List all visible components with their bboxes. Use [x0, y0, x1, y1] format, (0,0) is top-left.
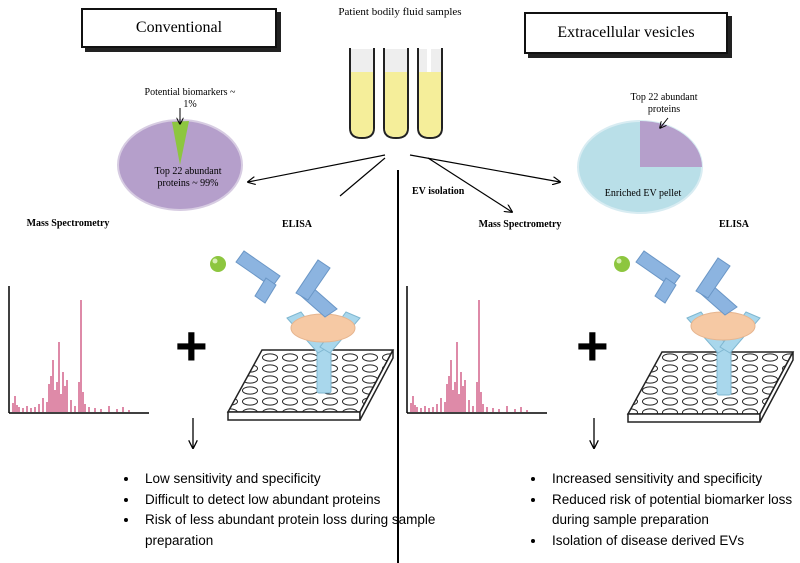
mass-spectrometry-label-left: Mass Spectrometry [26, 218, 110, 229]
mass-spectrum-right [406, 286, 547, 414]
elisa-label-left: ELISA [281, 219, 312, 230]
callout-arrow-right [660, 117, 669, 128]
sample-tube [349, 48, 375, 140]
elisa-illustration-right [614, 250, 795, 423]
arrow-to-ms-left [339, 157, 386, 197]
detection-antibody [635, 250, 738, 316]
elisa-illustration-left [210, 250, 395, 421]
ev-isolation-label: EV isolation [412, 186, 465, 197]
enzyme-label [210, 256, 226, 272]
antigen [290, 313, 356, 343]
top22-slice [640, 121, 702, 167]
conventional-pie [117, 119, 243, 211]
mass-spectrum-left [8, 286, 149, 414]
sample-tube [417, 48, 443, 140]
conventional-limitations-list: Low sensitivity and specificity Difficul… [113, 469, 439, 551]
potential-biomarkers-callout: Potential biomarkers ~ 1% [144, 87, 236, 110]
list-item: Risk of less abundant protein loss durin… [139, 510, 439, 551]
detection-antibody [235, 250, 338, 318]
ev-advantages-list: Increased sensitivity and specificity Re… [520, 469, 800, 551]
mass-spectrometry-label-right: Mass Spectrometry [478, 219, 562, 230]
arrow-to-ev-pie [409, 154, 560, 182]
sample-tube [383, 48, 409, 140]
arrow-to-ms-right [427, 157, 512, 212]
list-item: Reduced risk of potential biomarker loss… [546, 490, 800, 531]
antigen [690, 311, 756, 341]
top22-proteins-callout: Top 22 abundant proteins [630, 92, 698, 115]
enzyme-label [614, 256, 630, 272]
list-item: Isolation of disease derived EVs [546, 531, 800, 552]
arrow-to-conventional-pie [248, 154, 386, 182]
list-item: Difficult to detect low abundant protein… [139, 490, 439, 511]
ev-pie [577, 120, 703, 214]
biomarker-slice [172, 121, 189, 165]
enriched-ev-pellet-label: Enriched EV pellet [604, 188, 682, 199]
conventional-title-box: Conventional [81, 8, 277, 48]
sample-tubes [349, 48, 443, 140]
ev-title-box: Extracellular vesicles [524, 12, 728, 54]
plus-sign-right: + [576, 314, 609, 377]
list-item: Increased sensitivity and specificity [546, 469, 800, 490]
elisa-label-right: ELISA [718, 219, 749, 230]
patient-samples-label: Patient bodily fluid samples [338, 6, 462, 18]
top22-proteins-label: Top 22 abundant proteins ~ 99% [154, 166, 222, 189]
plus-sign-left: + [175, 314, 208, 377]
list-item: Low sensitivity and specificity [139, 469, 439, 490]
